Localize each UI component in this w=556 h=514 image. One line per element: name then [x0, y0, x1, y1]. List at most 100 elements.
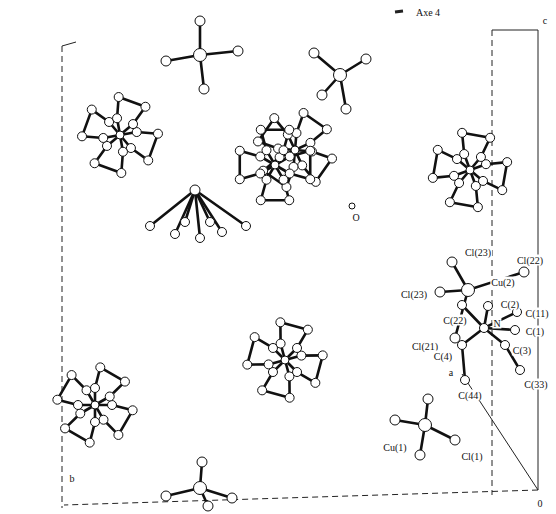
atom — [146, 222, 155, 231]
atom — [195, 16, 205, 26]
atom-label: C(2) — [500, 299, 520, 310]
atom-label: Cu(2) — [490, 277, 515, 288]
atom — [390, 415, 400, 425]
atom — [53, 395, 62, 404]
atom — [460, 150, 469, 159]
atom — [144, 156, 153, 165]
atom — [516, 366, 525, 375]
atom — [486, 133, 495, 142]
atom — [74, 401, 83, 410]
atom — [227, 493, 237, 503]
atom — [235, 175, 244, 184]
atom — [87, 105, 96, 114]
atom — [311, 378, 320, 387]
atom-label: C(11) — [525, 308, 550, 319]
atom — [285, 125, 294, 134]
atom — [161, 491, 171, 501]
atom-label: Cl(22) — [516, 255, 544, 266]
atom-label: Cu(1) — [382, 442, 407, 453]
atom — [501, 341, 510, 350]
atom — [458, 128, 467, 137]
atom — [306, 146, 315, 155]
atom — [285, 196, 294, 205]
atom-label: O — [351, 212, 360, 223]
bond — [484, 312, 517, 328]
atom — [118, 147, 127, 156]
atom-label: Cl(1) — [460, 451, 483, 462]
atom — [334, 69, 347, 82]
atom — [67, 371, 76, 380]
atom — [96, 363, 105, 372]
atom — [120, 377, 129, 386]
atom — [511, 326, 520, 335]
atom-label: C(4) — [433, 351, 453, 362]
atom — [309, 48, 319, 58]
atom — [264, 360, 273, 369]
atom — [445, 198, 454, 207]
atom — [466, 166, 474, 174]
atom — [161, 56, 171, 66]
atom — [279, 146, 288, 155]
atom — [450, 435, 460, 445]
atom — [116, 131, 124, 139]
atom — [256, 196, 265, 205]
atom — [199, 84, 209, 94]
atom — [271, 161, 279, 169]
atom — [262, 146, 271, 155]
atom — [450, 171, 459, 180]
atom — [197, 457, 207, 467]
axis-note: Axe 4 — [415, 7, 441, 18]
atom — [91, 418, 100, 427]
atom — [419, 419, 432, 432]
atom — [256, 169, 265, 178]
atom — [276, 318, 285, 327]
atom — [279, 175, 288, 184]
atom-label: Cl(23) — [464, 247, 492, 258]
atom — [235, 146, 244, 155]
atom — [171, 230, 180, 239]
atom — [196, 234, 205, 243]
atom — [276, 339, 285, 348]
bonds — [57, 21, 524, 506]
atom — [503, 158, 512, 167]
atom — [317, 90, 327, 100]
atom — [462, 284, 475, 297]
atom — [82, 386, 91, 395]
atom — [270, 114, 279, 123]
axis-label: b — [69, 473, 76, 484]
atom — [258, 386, 267, 395]
atom — [303, 325, 312, 334]
atom — [250, 333, 259, 342]
atom-label: C(22) — [442, 315, 467, 326]
atom — [458, 301, 467, 310]
atom — [108, 401, 117, 410]
axis-label: c — [542, 15, 548, 26]
atom — [233, 46, 243, 56]
bond — [175, 190, 195, 234]
atom — [435, 287, 445, 297]
atom-label: C(33) — [523, 379, 548, 390]
atom-label: C(3) — [512, 345, 532, 356]
atom — [423, 394, 433, 404]
atom — [471, 181, 480, 190]
atom — [285, 372, 294, 381]
bond — [462, 345, 465, 380]
atom — [117, 168, 126, 177]
atom — [90, 159, 99, 168]
atom — [242, 222, 251, 231]
atom — [61, 424, 70, 433]
atom — [85, 438, 94, 447]
atom — [299, 108, 308, 117]
atom — [447, 257, 457, 267]
atom — [141, 102, 150, 111]
atom-label: C(44) — [457, 390, 482, 401]
atom — [476, 152, 485, 161]
atom — [322, 125, 331, 134]
atom — [473, 203, 482, 212]
atom — [91, 384, 100, 393]
atom-label: N — [492, 318, 501, 329]
atom — [194, 482, 207, 495]
atom — [519, 267, 529, 277]
atom — [194, 49, 207, 62]
atom — [256, 125, 265, 134]
